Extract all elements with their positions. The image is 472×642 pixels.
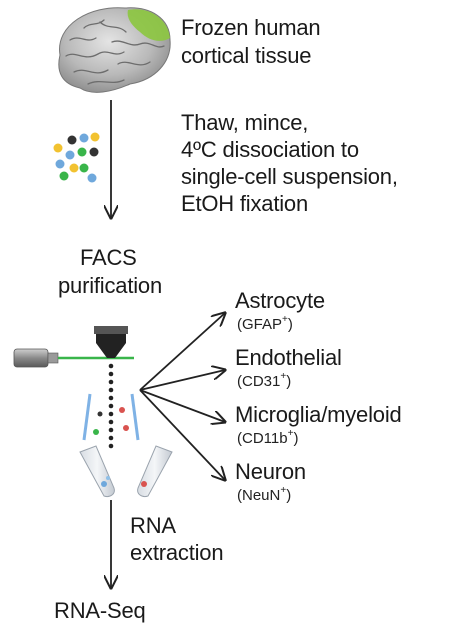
cell-type-astrocyte: Astrocyte — [235, 288, 325, 313]
brain-icon — [58, 7, 171, 93]
arrow-astrocyte — [139, 313, 225, 391]
cell-type-neuron: Neuron — [235, 459, 306, 484]
cell-suspension-icon — [53, 132, 100, 183]
marker-cd31: (CD31+) — [237, 371, 292, 391]
rna-label-line-1: RNA — [130, 513, 176, 538]
prep-label-line-3: single-cell suspension, — [181, 164, 398, 189]
cell-type-microglia: Microglia/myeloid — [235, 402, 402, 427]
marker-gfap: (GFAP+) — [237, 314, 293, 334]
arrow-microglia — [139, 389, 225, 422]
prep-label-line-4: EtOH fixation — [181, 191, 309, 216]
final-label: RNA-Seq — [54, 598, 146, 623]
arrow-neuron — [139, 389, 225, 480]
marker-cd11b: (CD11b+) — [237, 428, 299, 448]
arrow-endothelial — [139, 370, 225, 391]
collection-tubes-icon — [79, 445, 173, 497]
cell-type-endothelial: Endothelial — [235, 345, 342, 370]
facs-label-line-2: purification — [58, 273, 162, 298]
rna-label-line-2: extraction — [130, 540, 224, 565]
sort-arrows — [139, 313, 225, 480]
prep-label-line-2: 4ºC dissociation to — [181, 137, 359, 162]
facs-label-line-1: FACS — [80, 245, 137, 270]
tissue-label-line-1: Frozen human — [181, 15, 321, 40]
facs-sorter-icon — [13, 326, 173, 497]
prep-label-line-1: Thaw, mince, — [181, 110, 309, 135]
laser-icon — [13, 348, 134, 368]
tissue-label-line-2: cortical tissue — [181, 43, 312, 68]
marker-neun: (NeuN+) — [237, 485, 292, 505]
